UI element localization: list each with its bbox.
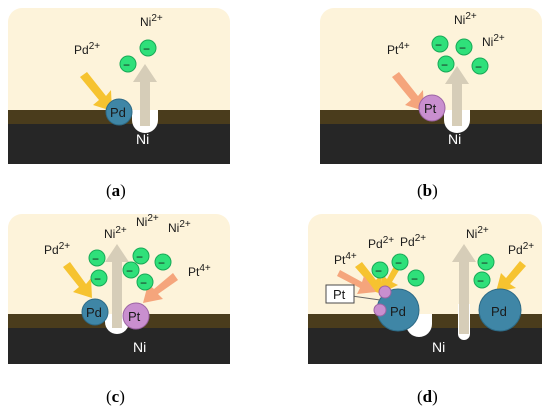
electron: −	[431, 35, 449, 53]
ni-arrow	[105, 244, 129, 328]
svg-text:−: −	[375, 264, 382, 278]
electron: −	[154, 253, 172, 271]
pd-particle	[105, 98, 133, 126]
svg-text:−: −	[136, 250, 143, 264]
ni-ion-label: Ni2+	[482, 33, 505, 49]
pd-ion-label: Pd2+	[400, 233, 426, 249]
electron: −	[136, 273, 154, 291]
electron: −	[139, 39, 157, 57]
svg-text:−: −	[123, 58, 130, 72]
ni-ion-label: Ni2+	[136, 213, 159, 229]
pt-arrow	[337, 270, 376, 294]
pd-ion-label: Pd2+	[44, 241, 70, 257]
ni-arrow	[445, 66, 469, 126]
pt-particle	[373, 303, 387, 317]
svg-text:−: −	[158, 256, 165, 270]
ni-substrate-label: Ni	[432, 339, 445, 355]
pd-ion-label: Pd2+	[74, 41, 100, 57]
svg-text:−: −	[459, 41, 466, 55]
panel-d: Pd Pd Pt − − − − − Pt4+ Pd2+ Pd2+ Ni2+ P…	[308, 214, 542, 406]
pt-particle-label: Pt	[424, 101, 437, 116]
electron: −	[391, 253, 409, 271]
pd-particle-label: Pd	[390, 304, 406, 319]
electron: −	[119, 55, 137, 73]
ni-ion-label: Ni2+	[454, 11, 477, 27]
svg-text:−: −	[475, 60, 482, 74]
electron: −	[407, 269, 425, 287]
ni-arrow	[452, 244, 476, 334]
ni-substrate-label: Ni	[448, 131, 461, 147]
svg-text:−: −	[126, 264, 133, 278]
pt-pointer	[351, 295, 381, 301]
pd-particle-label: Pd	[491, 304, 507, 319]
electron: −	[473, 271, 491, 289]
pd-particle-label: Pd	[110, 105, 126, 120]
panel-c: Pd Pt − − − − − − Ni2+ Ni2+ Ni2+ Pd2+ Pt…	[8, 213, 230, 406]
pt-label-box	[325, 284, 355, 304]
ni-ion-label: Ni2+	[140, 13, 163, 29]
ni-ion-label: Ni2+	[466, 225, 489, 241]
panel-b: Pt − − − − Ni2+ Ni2+ Pt4+ Ni (b)	[320, 8, 542, 200]
svg-text:−: −	[94, 272, 101, 286]
electron: −	[471, 57, 489, 75]
pd-particle	[478, 288, 522, 332]
svg-text:−: −	[143, 42, 150, 56]
pd-arrow	[63, 262, 92, 298]
ni-substrate-label: Ni	[133, 339, 146, 355]
electron: −	[90, 269, 108, 287]
pt-ion-label: Pt4+	[188, 263, 211, 279]
pt-particle	[378, 285, 392, 299]
pt-ion-label: Pt4+	[387, 41, 410, 57]
svg-text:−: −	[395, 256, 402, 270]
pt-ion-label: Pt4+	[334, 251, 357, 267]
ni-ion-label: Ni2+	[168, 219, 191, 235]
pd-ion-label: Pd2+	[368, 235, 394, 251]
pt-arrow	[143, 273, 178, 303]
pt-label-box-text: Pt	[333, 287, 346, 302]
pt-particle	[418, 94, 446, 122]
pd-arrow	[355, 262, 382, 294]
pd-arrow	[80, 72, 112, 111]
svg-text:−: −	[140, 276, 147, 290]
svg-text:−: −	[435, 38, 442, 52]
pt-particle-label: Pt	[128, 309, 141, 324]
pt-arrow	[392, 72, 424, 111]
svg-text:−: −	[481, 256, 488, 270]
panel-a-caption: (a)	[106, 181, 126, 200]
panel-c-caption: (c)	[106, 387, 125, 406]
panel-a: Pd − − Ni2+ Pd2+ Ni (a)	[8, 8, 230, 200]
electron: −	[455, 38, 473, 56]
pd-arrow	[496, 261, 526, 292]
electron: −	[88, 249, 106, 267]
electron: −	[437, 55, 455, 73]
pt-particle	[122, 302, 150, 330]
ni-ion-label: Ni2+	[104, 225, 127, 241]
svg-text:−: −	[411, 272, 418, 286]
svg-text:−: −	[441, 58, 448, 72]
svg-text:−: −	[92, 252, 99, 266]
pd-ion-label: Pd2+	[508, 241, 534, 257]
ni-substrate-label: Ni	[136, 131, 149, 147]
electron: −	[477, 253, 495, 271]
svg-text:−: −	[477, 274, 484, 288]
electron: −	[371, 261, 389, 279]
ni-arrow	[133, 64, 157, 126]
electron: −	[122, 261, 140, 279]
panel-b-caption: (b)	[417, 181, 438, 200]
electron: −	[132, 247, 150, 265]
panel-d-caption: (d)	[417, 387, 438, 406]
pd-particle-label: Pd	[86, 305, 102, 320]
pd-particle	[81, 298, 109, 326]
